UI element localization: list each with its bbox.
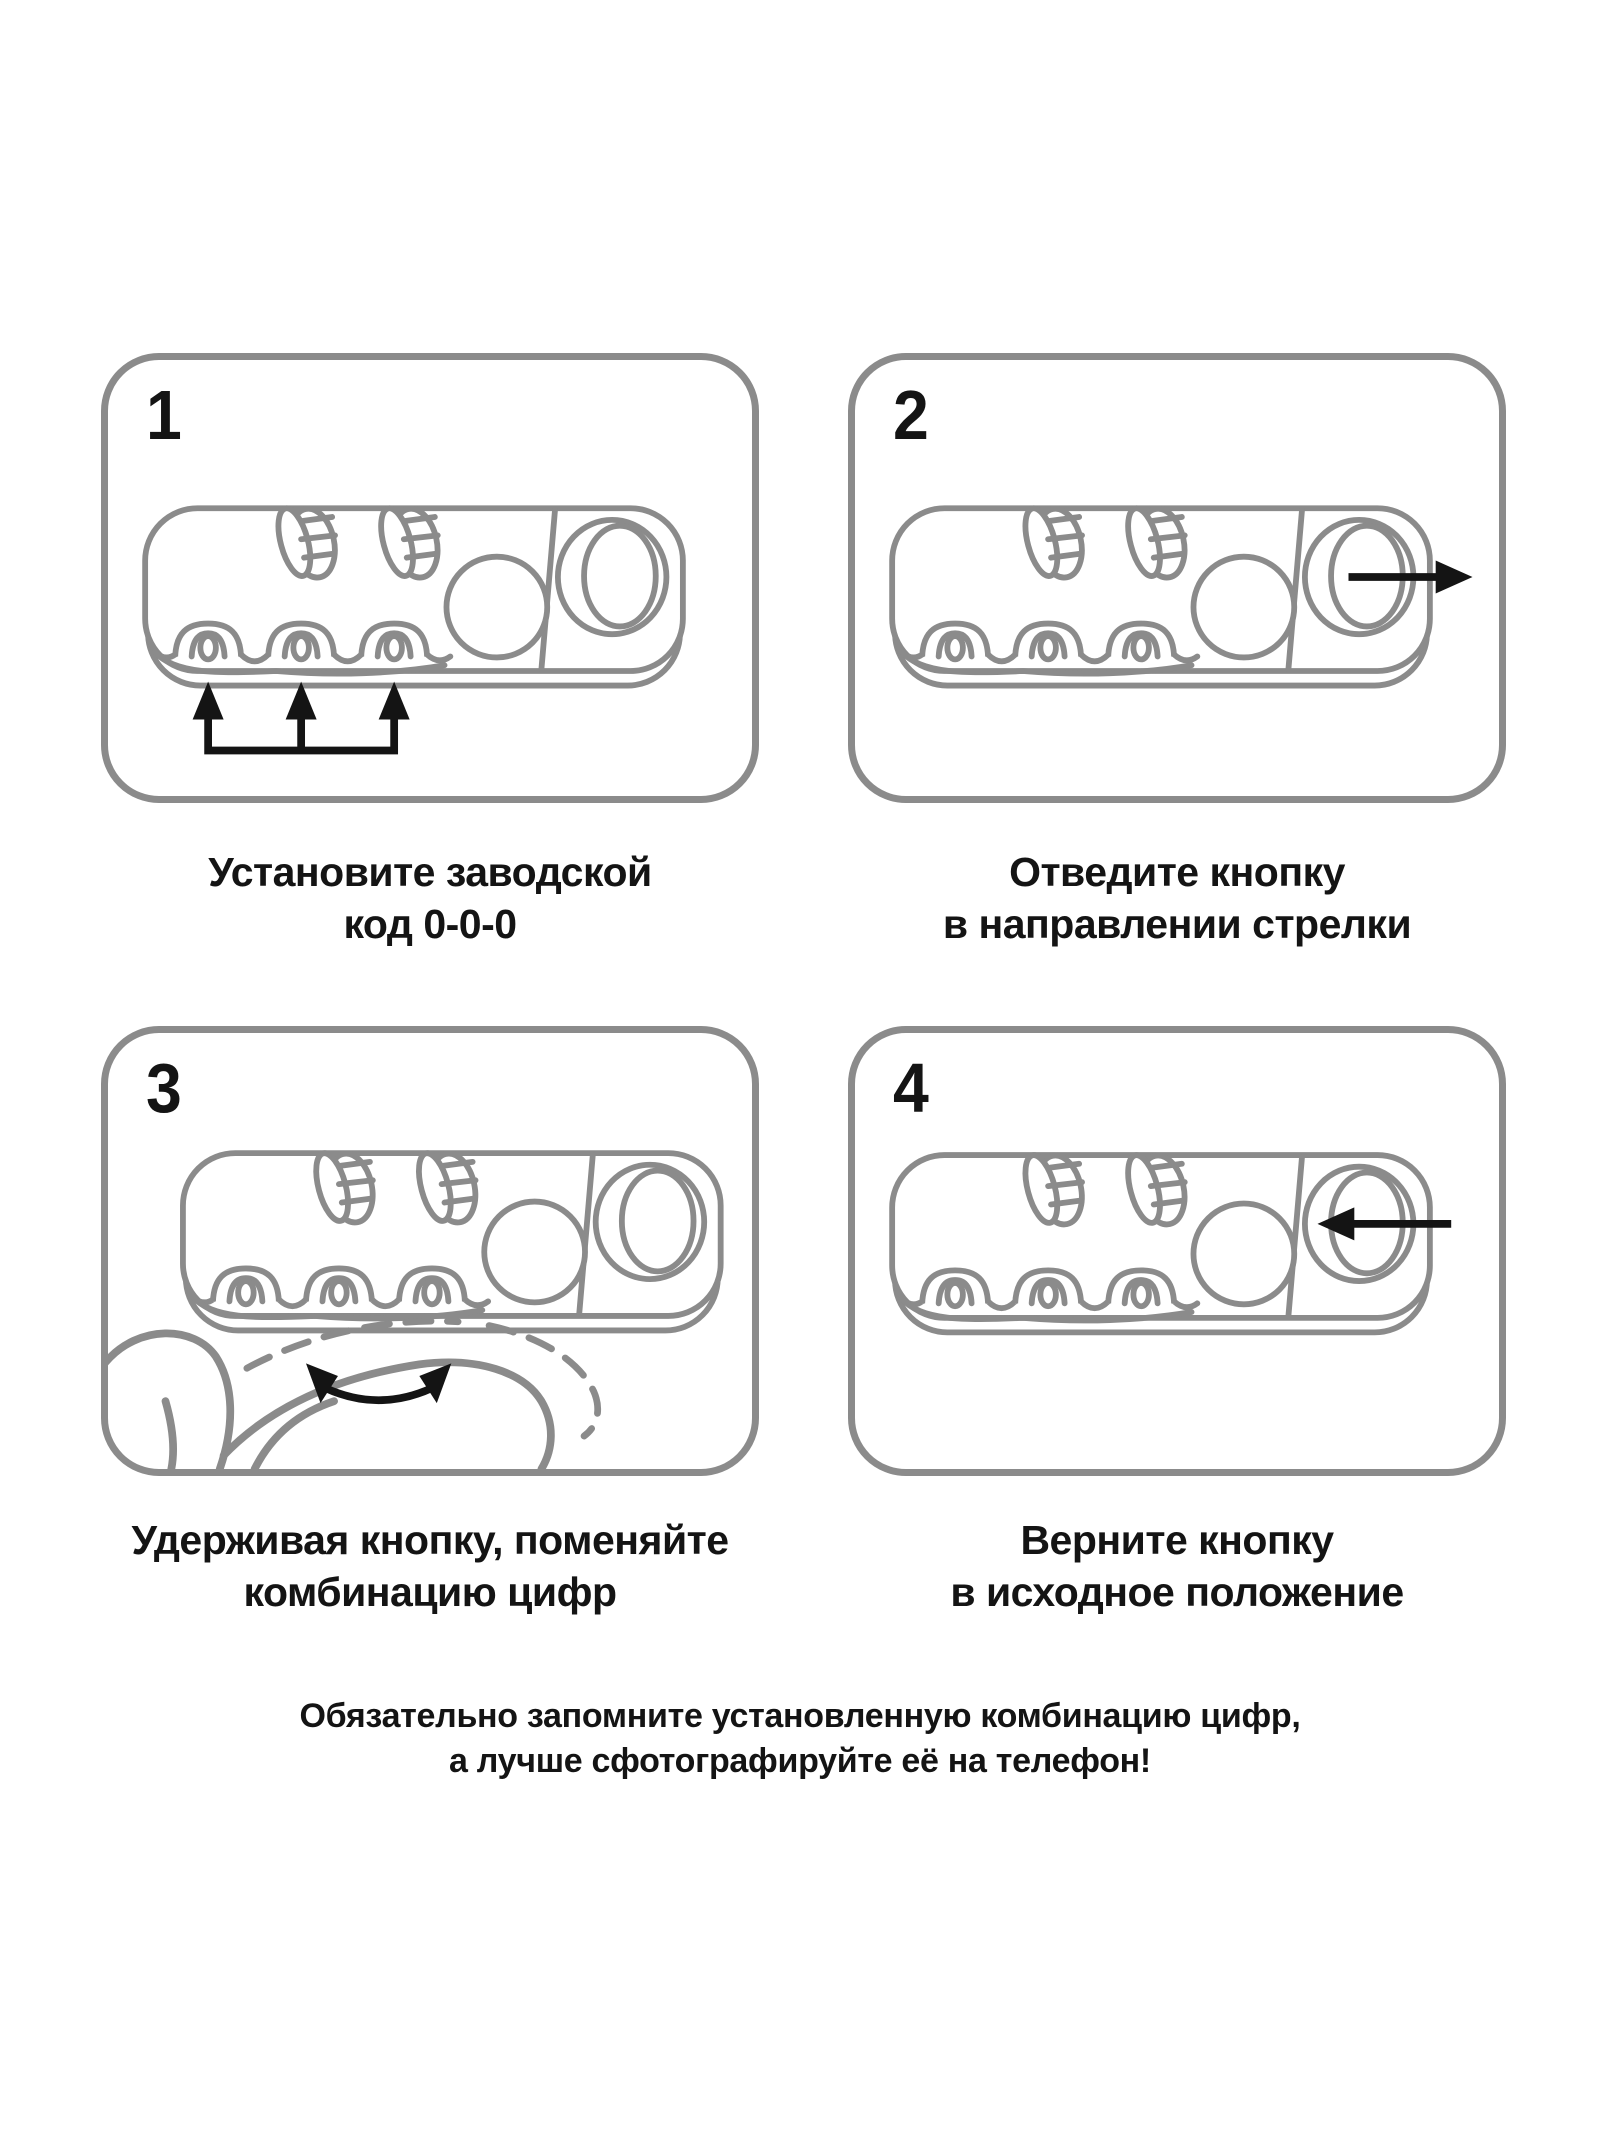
step-2-illustration bbox=[855, 360, 1473, 796]
step-number: 4 bbox=[893, 1049, 929, 1127]
caption-line: код 0-0-0 bbox=[343, 901, 517, 947]
rotate-arrows-icon bbox=[305, 1363, 452, 1404]
caption-line: Верните кнопку bbox=[1020, 1517, 1334, 1563]
caption-line: Установите заводской bbox=[208, 849, 652, 895]
footer-line: Обязательно запомните установленную комб… bbox=[299, 1697, 1301, 1735]
caption-line: комбинацию цифр bbox=[243, 1569, 617, 1615]
step-4-panel: 4 bbox=[848, 1026, 1506, 1476]
step-1-panel: 1 bbox=[101, 353, 759, 803]
step-number: 2 bbox=[893, 376, 929, 454]
thumb-hand-icon bbox=[108, 1317, 602, 1469]
footer-note: Обязательно запомните установленную комб… bbox=[0, 1694, 1600, 1784]
step-4-caption: Верните кнопку в исходное положение bbox=[848, 1514, 1506, 1618]
step-number: 3 bbox=[146, 1049, 182, 1127]
step-2-panel: 2 bbox=[848, 353, 1506, 803]
step-4-illustration bbox=[855, 1033, 1452, 1469]
caption-line: в направлении стрелки bbox=[942, 901, 1412, 947]
step-3-illustration bbox=[108, 1033, 752, 1469]
step-2-caption: Отведите кнопку в направлении стрелки bbox=[848, 846, 1506, 950]
caption-line: в исходное положение bbox=[950, 1569, 1404, 1615]
step-3-caption: Удерживая кнопку, поменяйте комбинацию ц… bbox=[101, 1514, 759, 1618]
footer-line: а лучше сфотографируйте её на телефон! bbox=[449, 1742, 1151, 1780]
step-1-illustration bbox=[108, 360, 752, 755]
left-arrow-icon bbox=[1317, 1207, 1452, 1241]
step-1-caption: Установите заводской код 0-0-0 bbox=[101, 846, 759, 950]
step-3-panel: 3 bbox=[101, 1026, 759, 1476]
up-arrows-icon bbox=[192, 681, 410, 755]
caption-line: Удерживая кнопку, поменяйте bbox=[131, 1517, 729, 1563]
right-arrow-icon bbox=[1348, 560, 1473, 594]
caption-line: Отведите кнопку bbox=[1009, 849, 1345, 895]
step-number: 1 bbox=[146, 376, 182, 454]
